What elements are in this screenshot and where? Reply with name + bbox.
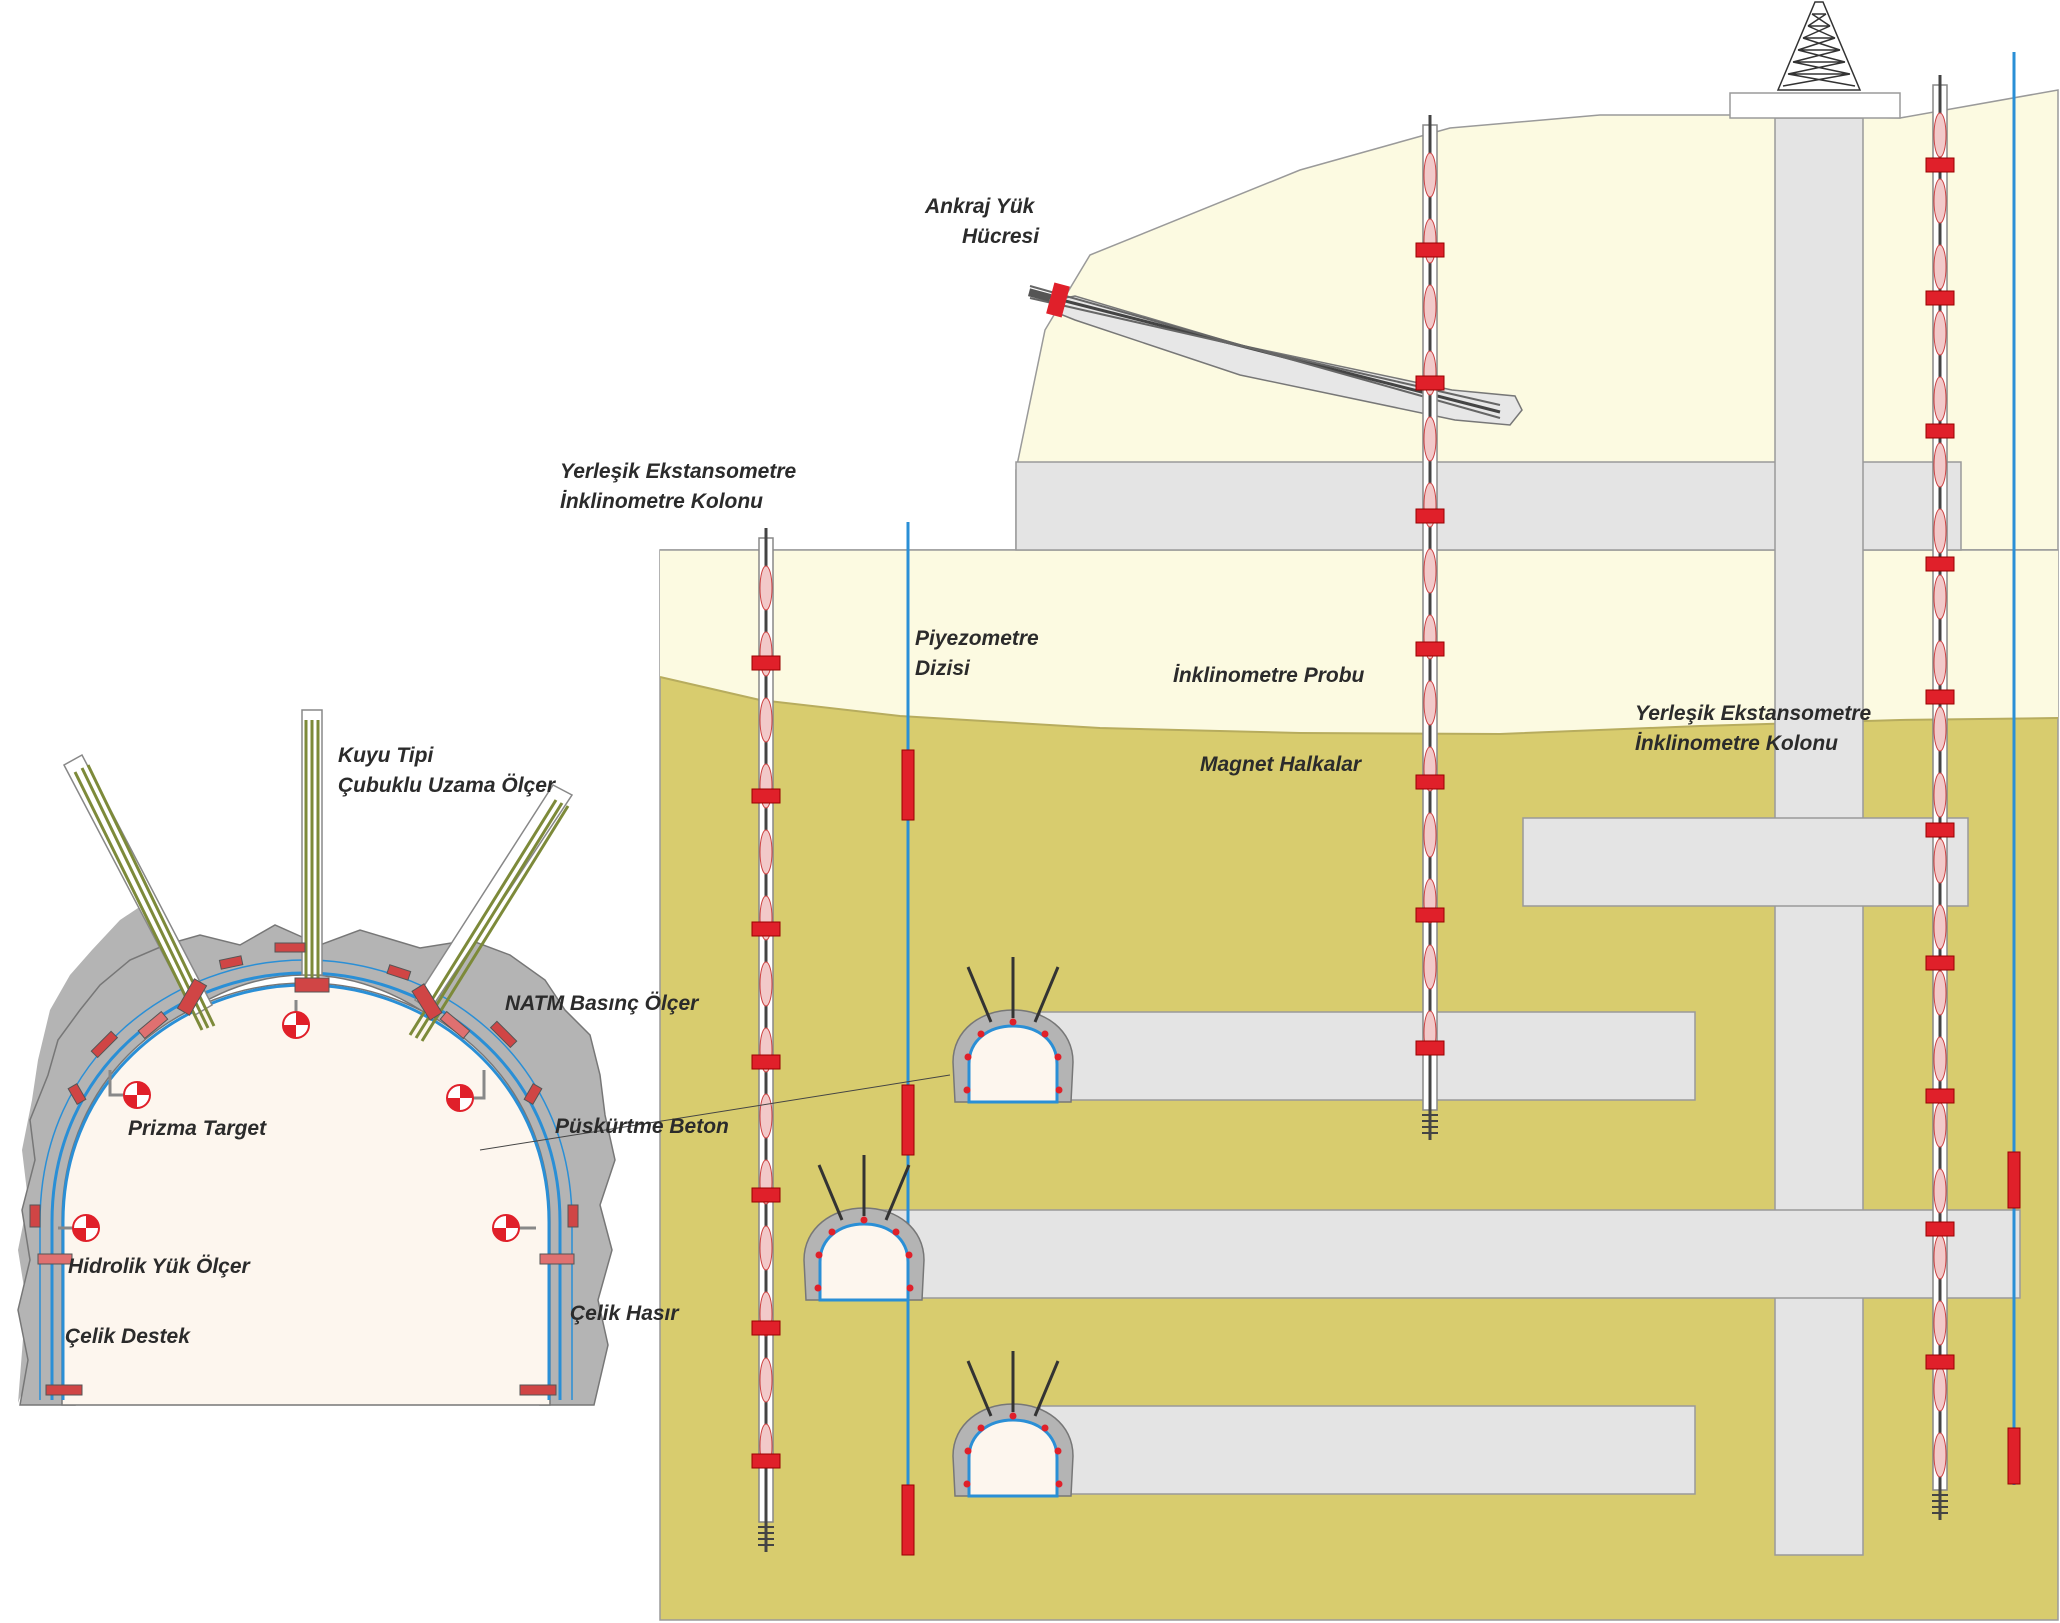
galleries <box>879 92 2021 1556</box>
instrument-columns <box>751 75 1955 1552</box>
magnet-ring <box>1415 375 1445 391</box>
label-ext-inc-left-2: İnklinometre Kolonu <box>560 490 763 513</box>
natm-pressure-cells <box>29 942 579 1228</box>
magnet-ring <box>1415 242 1445 258</box>
prism-target-icon <box>446 1070 486 1112</box>
hydraulic-load-cells <box>37 1010 575 1265</box>
ext-inc-column-right <box>1925 75 1955 1520</box>
magnet-ring <box>751 788 781 804</box>
tunnel-cross-section <box>17 709 951 1406</box>
magnet-ring <box>1925 157 1955 173</box>
magnet-ring <box>1415 641 1445 657</box>
magnet-ring <box>1925 1221 1955 1237</box>
magnet-ring <box>1415 1040 1445 1056</box>
anchor-head-icon <box>1027 282 1070 318</box>
magnet-ring <box>751 655 781 671</box>
magnet-ring <box>1925 822 1955 838</box>
label-natm: NATM Basınç Ölçer <box>505 992 700 1015</box>
ground-anchor <box>1027 282 1523 426</box>
label-shotcrete: Püskürtme Beton <box>555 1115 729 1138</box>
magnet-ring <box>1925 689 1955 705</box>
gallery-upper <box>1039 1011 1696 1101</box>
label-inclinometer-probe: İnklinometre Probu <box>1173 664 1365 687</box>
magnet-ring <box>751 1054 781 1070</box>
magnet-ring <box>1925 423 1955 439</box>
magnet-ring <box>1415 508 1445 524</box>
label-ext-inc-right-1: Yerleşik Ekstansometre <box>1635 702 1872 725</box>
piezometer-string-right <box>2007 52 2021 1485</box>
magnet-ring <box>1925 1354 1955 1370</box>
portal-lower <box>952 1351 1074 1498</box>
labels: Ankraj Yük Hücresi Yerleşik Ekstansometr… <box>65 195 1872 1348</box>
label-steel-mesh: Çelik Hasır <box>570 1302 680 1325</box>
piezometers <box>901 52 2021 1556</box>
small-tunnel-portals <box>803 957 1074 1498</box>
magnet-ring <box>1925 1088 1955 1104</box>
inclinometer-probe-column <box>1415 115 1445 1140</box>
gallery-mid-right <box>1522 817 1969 907</box>
prism-target-icon <box>108 1070 151 1109</box>
label-ankraj-2: Hücresi <box>962 225 1040 248</box>
prism-target-icon <box>282 1000 310 1039</box>
magnet-ring <box>751 1320 781 1336</box>
portal-middle <box>803 1155 925 1302</box>
magnet-ring <box>1925 290 1955 306</box>
prism-targets <box>58 1000 536 1242</box>
label-piezometer-2: Dizisi <box>915 657 971 680</box>
gallery-middle <box>879 1209 2021 1299</box>
gallery-lower <box>1039 1405 1696 1495</box>
magnet-ring <box>751 1453 781 1469</box>
magnet-ring <box>751 921 781 937</box>
drill-rig-icon <box>1776 1 1862 91</box>
light-layer <box>660 550 2058 734</box>
shotcrete-leader <box>479 1074 951 1151</box>
label-piezometer-1: Piyezometre <box>915 627 1039 650</box>
label-steel-support: Çelik Destek <box>65 1325 191 1348</box>
portal-upper <box>952 957 1074 1104</box>
magnet-ring <box>1925 955 1955 971</box>
magnet-ring <box>1925 556 1955 572</box>
piezometer-string-left <box>901 522 915 1556</box>
magnet-ring <box>1415 907 1445 923</box>
label-borehole-1: Kuyu Tipi <box>338 744 434 767</box>
label-ext-inc-left-1: Yerleşik Ekstansometre <box>560 460 797 483</box>
label-magnet-rings: Magnet Halkalar <box>1200 753 1363 776</box>
ext-inc-column-left <box>751 528 781 1552</box>
footing-right <box>519 1384 557 1396</box>
footing-left <box>45 1384 83 1396</box>
label-prism: Prizma Target <box>128 1117 267 1140</box>
magnet-ring <box>751 1187 781 1203</box>
label-ankraj-1: Ankraj Yük <box>924 195 1036 218</box>
prism-target-icon <box>492 1214 536 1242</box>
magnet-ring <box>1415 774 1445 790</box>
label-borehole-2: Çubuklu Uzama Ölçer <box>338 774 557 797</box>
rig-platform <box>1729 92 1901 119</box>
prism-target-icon <box>58 1214 100 1242</box>
label-ext-inc-right-2: İnklinometre Kolonu <box>1635 732 1838 755</box>
label-hydraulic: Hidrolik Yük Ölçer <box>68 1255 252 1278</box>
extensometer-center <box>301 709 323 990</box>
